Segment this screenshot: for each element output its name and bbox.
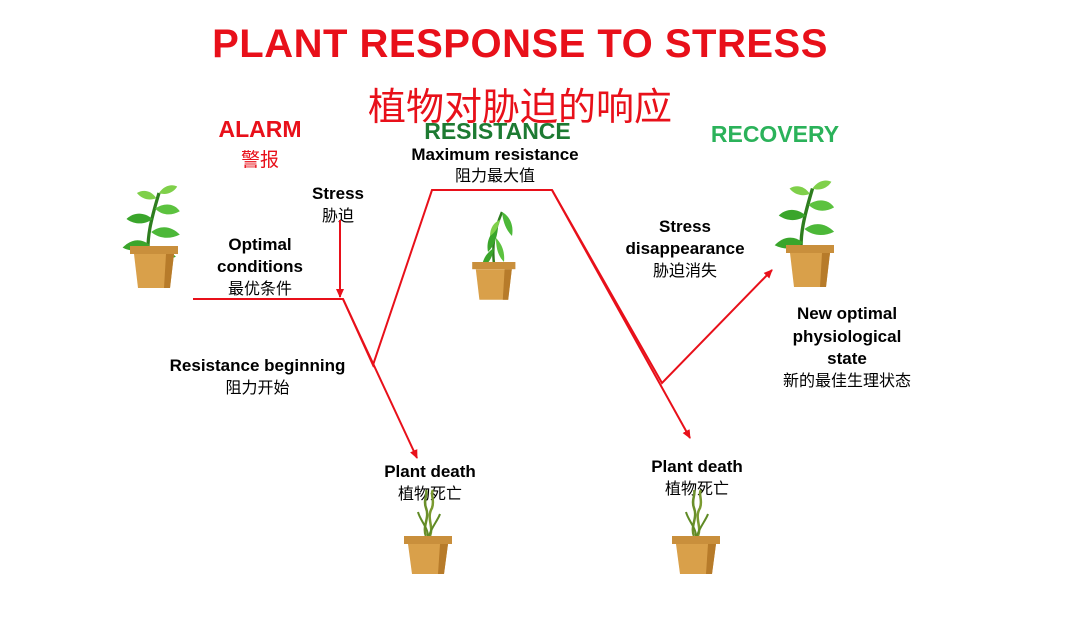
label-plant-death-1-chinese: 植物死亡 <box>397 484 462 503</box>
phase-alarm-chinese: 警报 <box>240 149 279 171</box>
phase-recovery: RECOVERY <box>710 121 840 147</box>
label-resistance-beginning: Resistance beginning <box>169 356 346 375</box>
label-optimal-chinese: 最优条件 <box>227 279 292 298</box>
title: PLANT RESPONSE TO STRESS <box>212 22 828 66</box>
phase-resistance: RESISTANCE <box>424 118 571 144</box>
label-state: state <box>827 349 867 368</box>
plant-healthy-right-icon <box>773 178 836 287</box>
label-maximum-resistance-chinese: 阻力最大值 <box>454 166 535 185</box>
phase-alarm: ALARM <box>218 116 302 142</box>
plant-wilting-icon <box>472 211 516 300</box>
label-physiological: physiological <box>792 327 902 346</box>
death-arrow-2 <box>551 189 691 439</box>
label-stress-disappearance-chinese: 胁迫消失 <box>652 261 717 280</box>
label-stress: Stress <box>312 184 364 203</box>
label-maximum-resistance: Maximum resistance <box>411 145 579 164</box>
label-plant-death-2-chinese: 植物死亡 <box>664 479 729 498</box>
label-disappearance: disappearance <box>625 239 745 258</box>
label-new-optimal: New optimal <box>796 304 898 323</box>
death-arrow-1 <box>342 298 418 459</box>
label-new-optimal-chinese: 新的最佳生理状态 <box>782 371 911 390</box>
label-optimal: Optimal <box>228 235 292 254</box>
label-plant-death-1: Plant death <box>384 462 476 481</box>
label-conditions: conditions <box>217 257 303 276</box>
plant-healthy-left-icon <box>120 183 182 288</box>
label-stress-2: Stress <box>659 217 711 236</box>
plant-dead-2-icon <box>672 489 720 574</box>
label-stress-chinese: 胁迫 <box>321 206 354 225</box>
plant-dead-1-icon <box>404 489 452 574</box>
title-chinese: 植物对胁迫的响应 <box>367 85 672 129</box>
label-resistance-beginning-chinese: 阻力开始 <box>225 378 290 397</box>
label-plant-death-2: Plant death <box>651 457 743 476</box>
